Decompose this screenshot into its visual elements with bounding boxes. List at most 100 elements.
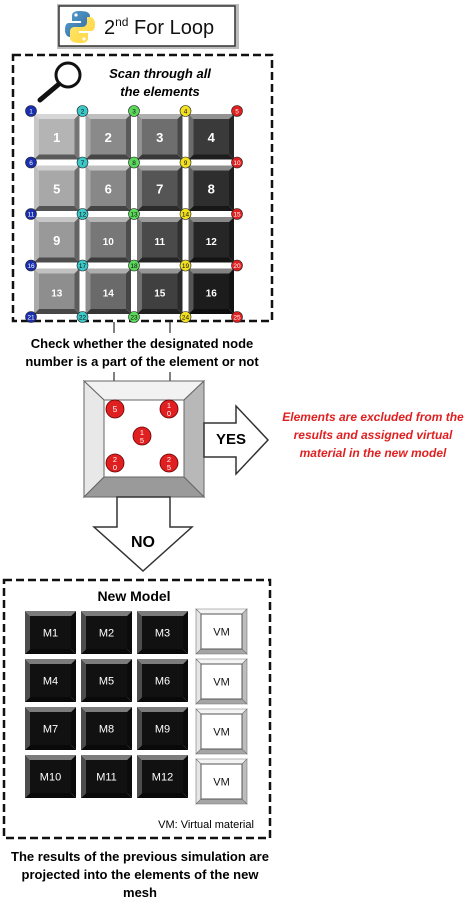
- vm-legend: VM: Virtual material: [158, 819, 254, 831]
- model-cell-label: M6: [155, 676, 170, 688]
- result-line-2: projected into the elements of the new: [22, 867, 260, 882]
- model-cell-label: M5: [99, 676, 114, 688]
- node-9: 9: [179, 156, 192, 169]
- node-label: 14: [182, 211, 190, 218]
- node-label: 10: [233, 160, 241, 167]
- node-22: 22: [76, 311, 89, 323]
- node-4: 4: [179, 105, 192, 117]
- excluded-node: 25: [159, 453, 179, 473]
- excluded-node-top: 2: [167, 455, 171, 464]
- model-cell-label: M12: [152, 772, 173, 784]
- node-label: 4: [184, 108, 188, 115]
- title-box: [57, 4, 239, 49]
- element-6: 6: [85, 165, 131, 211]
- model-cell-label: M10: [40, 772, 61, 784]
- model-cell-M4: M4: [25, 659, 76, 702]
- element-12: 12: [188, 217, 234, 263]
- model-cell-M9: M9: [137, 707, 188, 750]
- title-prefix: 2: [104, 17, 115, 39]
- element-label: 12: [206, 237, 218, 248]
- node-label: 17: [79, 263, 87, 270]
- title-superscript: nd: [115, 15, 128, 29]
- node-label: 1: [29, 108, 33, 115]
- element-label: 8: [208, 181, 215, 196]
- python-logo-icon: [65, 11, 95, 43]
- excluded-note-line-3: material in the new model: [300, 446, 447, 460]
- node-label: 21: [27, 314, 35, 321]
- excluded-node-top: 1: [167, 401, 171, 410]
- model-cell-M3: M3: [137, 611, 188, 654]
- yes-label: YES: [216, 431, 246, 448]
- check-line-1: Check whether the designated node: [31, 336, 254, 351]
- model-cell-label: M11: [96, 772, 117, 784]
- model-cell-label: M1: [43, 628, 58, 640]
- node-21: 21: [25, 311, 37, 323]
- excluded-node-bottom: 5: [167, 463, 171, 472]
- node-label: 11: [28, 211, 35, 218]
- element-13: 13: [34, 268, 80, 314]
- element-5: 5: [34, 165, 80, 211]
- node-label: 25: [233, 314, 241, 321]
- element-label: 9: [53, 233, 60, 248]
- node-label: 16: [27, 263, 35, 270]
- vm-cell-label: VM: [213, 677, 230, 689]
- node-label: 2: [81, 108, 85, 115]
- node-label: 15: [233, 211, 241, 218]
- vm-cell: VM: [195, 708, 248, 755]
- vm-cell: VM: [195, 758, 248, 805]
- element-label: 1: [53, 130, 60, 145]
- node-3: 3: [128, 105, 140, 117]
- element-label: 5: [53, 181, 60, 196]
- element-3: 3: [137, 114, 183, 160]
- node-19: 19: [179, 259, 192, 272]
- model-cell-M12: M12: [137, 755, 188, 798]
- node-label: 22: [79, 314, 87, 321]
- node-16: 16: [25, 259, 37, 272]
- excluded-node: 5: [105, 399, 125, 419]
- element-label: 7: [156, 181, 163, 196]
- node-17: 17: [76, 259, 89, 272]
- no-arrow: [92, 496, 194, 573]
- element-9: 9: [34, 217, 80, 263]
- title-suffix: For Loop: [128, 17, 214, 39]
- excluded-note-line-1: Elements are excluded from the: [282, 410, 464, 424]
- vm-cell-label: VM: [213, 627, 230, 639]
- model-cell-M1: M1: [25, 611, 76, 654]
- model-cell-M2: M2: [81, 611, 132, 654]
- element-10: 10: [85, 217, 131, 263]
- element-label: 15: [154, 288, 166, 299]
- model-cell-M5: M5: [81, 659, 132, 702]
- model-cell-label: M3: [155, 628, 170, 640]
- element-label: 16: [206, 288, 218, 299]
- element-14: 14: [85, 268, 131, 314]
- excluded-node: 20: [105, 453, 125, 473]
- element-label: 14: [103, 288, 115, 299]
- model-cell-label: M4: [43, 676, 58, 688]
- node-10: 10: [231, 156, 243, 169]
- element-label: 4: [208, 130, 216, 145]
- model-cell-M8: M8: [81, 707, 132, 750]
- element-11: 11: [137, 217, 183, 263]
- node-20: 20: [231, 259, 243, 272]
- node-label: 8: [132, 160, 136, 167]
- model-cell-M6: M6: [137, 659, 188, 702]
- element-label: 11: [154, 237, 165, 248]
- node-12: 12: [76, 208, 89, 220]
- node-6: 6: [25, 156, 37, 169]
- node-15: 15: [231, 208, 243, 220]
- node-13: 13: [128, 208, 140, 220]
- title-text: 2nd For Loop: [104, 15, 214, 39]
- node-23: 23: [128, 311, 140, 323]
- node-label: 12: [79, 211, 87, 218]
- node-label: 19: [182, 263, 190, 270]
- model-cell-label: M8: [99, 724, 114, 736]
- element-label: 6: [105, 181, 112, 196]
- element-label: 2: [105, 130, 112, 145]
- model-cell-M7: M7: [25, 707, 76, 750]
- scan-line-1: Scan through all: [109, 66, 211, 81]
- node-11: 11: [25, 208, 37, 220]
